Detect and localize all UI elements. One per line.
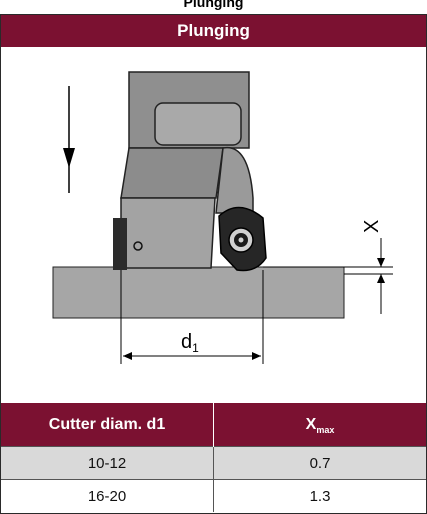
workpiece — [52, 266, 345, 319]
cell-xmax: 0.7 — [213, 446, 426, 480]
cell-diameter: 10-12 — [1, 446, 214, 480]
col-header-xmax: Xmax — [213, 403, 426, 447]
x-label: X — [361, 220, 383, 233]
table-row: 10-12 0.7 — [1, 446, 426, 480]
diameter-dimension: d1 — [120, 270, 264, 364]
cell-xmax: 1.3 — [213, 479, 426, 512]
feed-arrow — [63, 86, 75, 193]
diameter-label: d1 — [181, 331, 199, 355]
cropped-title-text: Plunging — [183, 0, 244, 10]
cell-diameter: 16-20 — [1, 479, 214, 512]
panel-header: Plunging — [1, 15, 426, 47]
plunging-diagram: d1 X — [52, 71, 393, 364]
plunge-depth-dimension: X — [263, 220, 393, 314]
col-header-diameter: Cutter diam. d1 — [1, 403, 214, 447]
cropped-title: Plunging — [0, 0, 427, 14]
plunging-table: Cutter diam. d1 Xmax 10-12 0.7 16-20 1.3 — [1, 403, 426, 512]
plunging-panel: Plunging — [0, 14, 427, 514]
cutting-insert — [218, 206, 267, 272]
table-row: 16-20 1.3 — [1, 479, 426, 512]
cutter-body — [113, 71, 254, 270]
